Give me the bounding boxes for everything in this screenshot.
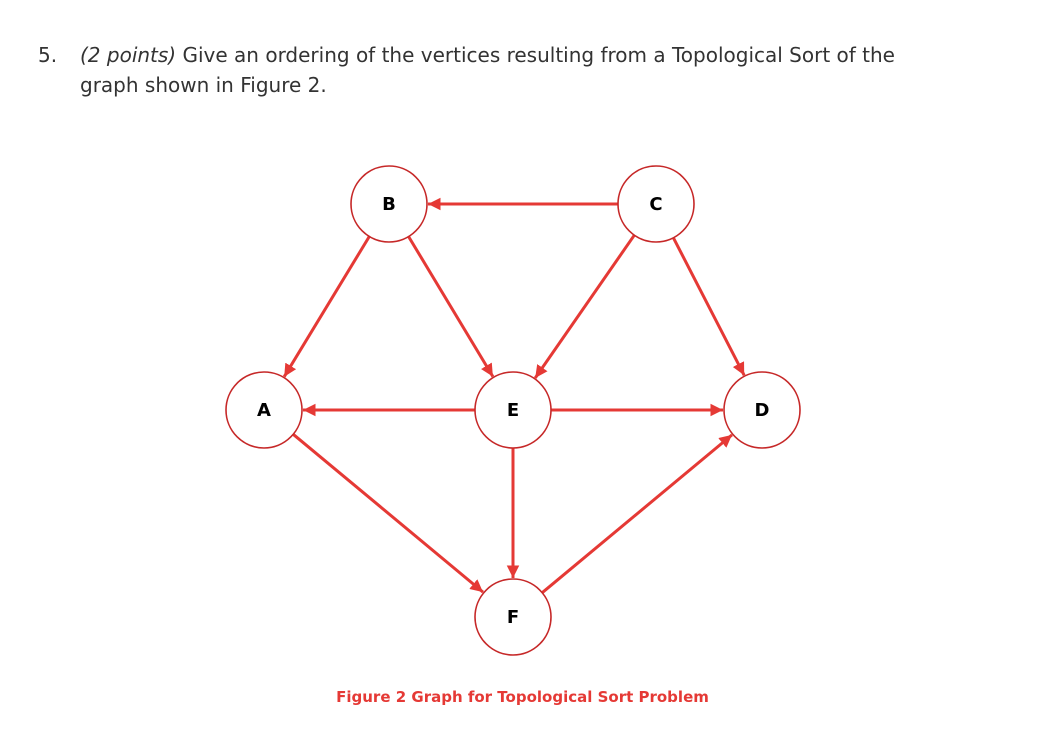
question-number: 5. [38, 43, 58, 67]
question-text-line-1: Give an ordering of the vertices resulti… [182, 43, 895, 67]
node-circle [225, 371, 303, 449]
edge-f-to-d [541, 433, 733, 594]
edge-b-to-a [282, 235, 371, 378]
question: 5. (2 points) Give an ordering of the ver… [38, 40, 1038, 100]
question-text-line-2: graph shown in Figure 2. [80, 73, 327, 97]
edge-c-to-d [672, 237, 746, 376]
edge-b-to-e [407, 235, 495, 378]
node-circle [474, 578, 552, 656]
node-b: B [350, 165, 428, 243]
edges-layer [282, 197, 746, 594]
node-c: C [617, 165, 695, 243]
node-label: F [507, 607, 519, 628]
edge-c-to-e [533, 234, 636, 379]
node-f: F [474, 578, 552, 656]
figure-caption: Figure 2 Graph for Topological Sort Prob… [336, 688, 709, 706]
node-circle [350, 165, 428, 243]
node-label: A [257, 400, 271, 421]
node-label: B [382, 194, 396, 215]
node-d: D [723, 371, 801, 449]
question-points: (2 points) [80, 43, 177, 67]
node-a: A [225, 371, 303, 449]
edge-a-to-f [292, 433, 484, 594]
node-label: D [755, 400, 770, 421]
nodes-layer: B C A E D F [225, 165, 801, 656]
node-circle [617, 165, 695, 243]
node-circle [723, 371, 801, 449]
node-label: E [507, 400, 519, 421]
node-circle [474, 371, 552, 449]
question-line-1: 5. (2 points) Give an ordering of the ver… [38, 40, 1038, 70]
node-label: C [649, 194, 662, 215]
node-e: E [474, 371, 552, 449]
